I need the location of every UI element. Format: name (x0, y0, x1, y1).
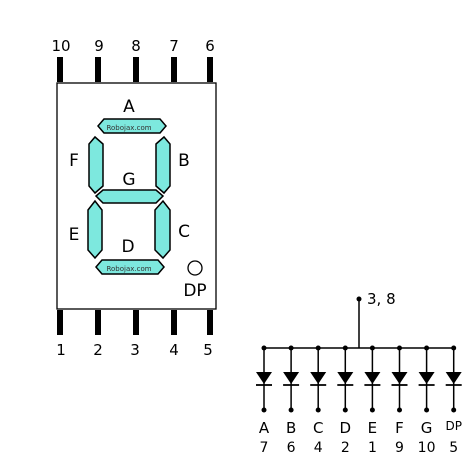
segment-e (87, 199, 103, 260)
diode-f: F9 (391, 345, 408, 456)
diode-a: A7 (256, 345, 272, 456)
decimal-point (187, 260, 203, 276)
segment-a (97, 118, 167, 134)
segment-label-g: G (122, 170, 135, 190)
terminal-dot (261, 407, 267, 413)
pin-7-lead (171, 57, 177, 82)
diode-symbol (283, 372, 300, 384)
segment-name-e: E (368, 419, 377, 437)
pin-number-e: 1 (368, 440, 377, 456)
diode-g: G 10 (418, 345, 436, 456)
segment-g (94, 189, 165, 204)
terminal-dot (397, 407, 402, 413)
segment-label-e: E (69, 225, 80, 245)
segment-label-a: A (123, 97, 135, 117)
pin-5-label: 5 (203, 341, 213, 359)
terminal-dot (315, 407, 321, 413)
pin-10-lead (57, 57, 63, 82)
segment-name-f: F (395, 419, 404, 437)
segment-name-b: B (286, 419, 296, 437)
diode-symbol (364, 372, 381, 384)
pin-1-lead (57, 310, 63, 335)
pin-4-lead (171, 310, 177, 335)
diode-symbol (391, 372, 408, 384)
segment-name-a: A (259, 419, 270, 437)
segment-name-d: D (340, 419, 352, 437)
pin-8-label: 8 (131, 37, 141, 55)
terminal-dot (288, 407, 294, 413)
diode-b: B6 (283, 345, 300, 456)
pin-number-g: 10 (418, 440, 436, 456)
diode-symbol (337, 372, 354, 384)
segment-label-b: B (178, 151, 190, 171)
pin-number-d: 2 (341, 440, 350, 456)
pin-number-a: 7 (260, 440, 269, 456)
watermark-bottom: Robojax.com (106, 265, 151, 273)
pin-6-lead (207, 57, 213, 82)
pin-number-b: 6 (287, 440, 296, 456)
common-pin-label: 3, 8 (367, 290, 396, 308)
diode-e: E1 (364, 345, 381, 456)
diode-c: C4 (310, 345, 327, 456)
display-package: 10 9 8 7 6 1 2 3 4 5 (51, 37, 217, 359)
pin-10-label: 10 (51, 37, 70, 55)
pin-9-label: 9 (94, 37, 104, 55)
segment-f (88, 135, 104, 195)
diode-symbol (445, 372, 462, 384)
diode-dp: DP 5 (445, 345, 462, 456)
terminal-dot (342, 407, 348, 413)
segment-label-f: F (69, 151, 79, 171)
segment-name-g: G (421, 419, 433, 437)
pin-2-lead (95, 310, 101, 335)
segment-d (95, 259, 165, 275)
segment-label-d: D (121, 237, 134, 257)
watermark-top: Robojax.com (106, 124, 151, 132)
terminal-dot (369, 407, 375, 413)
pin-5-lead (207, 310, 213, 335)
pin-4-label: 4 (169, 341, 179, 359)
pin-number-c: 4 (314, 440, 323, 456)
segment-name-c: C (313, 419, 323, 437)
pin-2-label: 2 (93, 341, 103, 359)
segment-c (154, 199, 171, 260)
diode-d: D2 (337, 345, 354, 456)
diode-symbol (256, 372, 272, 384)
segment-label-c: C (178, 222, 190, 242)
pin-1-label: 1 (56, 341, 66, 359)
terminal-dot (451, 407, 457, 413)
segment-name-dp: DP (445, 419, 461, 433)
pin-number-f: 9 (395, 440, 404, 456)
segments (87, 118, 203, 276)
terminal-dot (424, 407, 430, 413)
segment-b (155, 135, 171, 195)
pin-7-label: 7 (169, 37, 179, 55)
bottom-pins: 1 2 3 4 5 (56, 310, 213, 359)
pin-8-lead (133, 57, 139, 82)
pin-3-lead (133, 310, 139, 335)
top-pins: 10 9 8 7 6 (51, 37, 215, 82)
pin-6-label: 6 (205, 37, 215, 55)
pin-3-label: 3 (130, 341, 140, 359)
diode-symbol (418, 372, 435, 384)
pin-number-dp: 5 (449, 440, 458, 456)
pin-9-lead (95, 57, 101, 82)
diode-symbol (310, 372, 327, 384)
dp-label: DP (183, 281, 206, 301)
